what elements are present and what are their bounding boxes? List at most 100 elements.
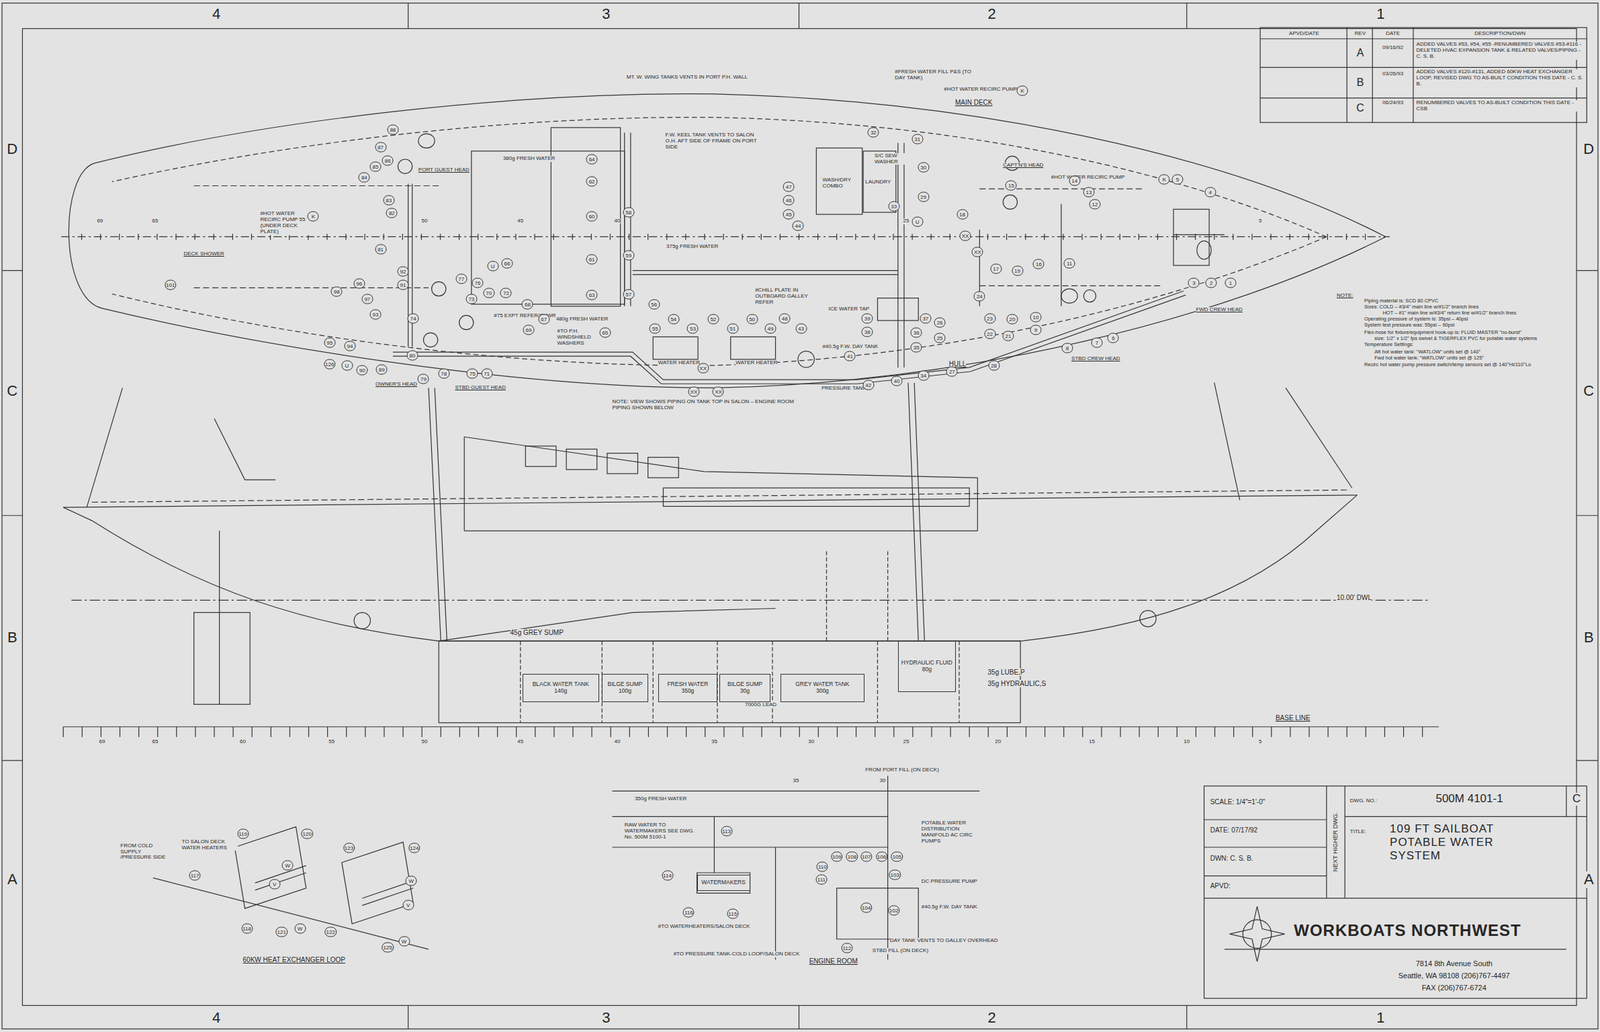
callout-number: XX — [971, 247, 984, 258]
tank-name: GREY WATER TANK — [795, 681, 850, 688]
callout-number: 85 — [370, 161, 382, 172]
callout-number: 5 — [1172, 174, 1184, 185]
note-line: HOT – #1" main line w/#3/4" return line … — [1382, 310, 1517, 316]
frame-tick — [81, 233, 82, 240]
heading-text: 35g HYDRAULIC,S — [988, 679, 1047, 688]
frame-tick — [704, 726, 706, 737]
note-text: 25 — [903, 738, 910, 745]
note-text: 50 — [421, 218, 428, 225]
frame-tick — [742, 233, 743, 240]
zone-marker: 3 — [600, 1008, 612, 1026]
note-text: STBD CREW HEAD — [1071, 356, 1120, 363]
callout-number: 95 — [323, 337, 336, 348]
note-text: 50 — [421, 738, 428, 745]
callout-number: 89 — [376, 364, 388, 375]
frame-tick — [667, 726, 668, 737]
tank-capacity: 80g — [922, 666, 932, 674]
base-line — [63, 726, 1439, 727]
frame-tick — [761, 233, 762, 240]
window — [566, 448, 598, 469]
frame-tick — [308, 726, 309, 737]
callout-number: V — [268, 878, 281, 889]
callout-number: 91 — [397, 279, 410, 290]
frame-tick — [1006, 233, 1007, 240]
vertical-text: NEXT HIGHER DWG. — [1332, 812, 1340, 872]
callout-number: 58 — [622, 206, 635, 217]
note-text: #TO WATERHEATERS/SALON DECK — [658, 923, 751, 930]
zone-marker: 1 — [1374, 1008, 1386, 1026]
callout-number: 34 — [917, 370, 929, 381]
tank-name: WATERMAKERS — [701, 879, 746, 886]
callout-number: W — [405, 875, 418, 886]
callout-number: 57 — [622, 288, 635, 299]
frame-tick — [1289, 726, 1291, 737]
note-text: PORT GUEST HEAD — [418, 167, 470, 174]
sheer-line — [63, 495, 1357, 508]
callout-number: 67 — [538, 314, 550, 325]
tank-outline — [471, 151, 625, 305]
sink — [1083, 289, 1096, 302]
callout-number: 101 — [164, 279, 176, 290]
callout-number: 38 — [861, 326, 874, 337]
callout-number: 25 — [934, 332, 946, 343]
note-text: 15 — [1088, 738, 1095, 745]
frame-tick — [138, 726, 140, 737]
callout-number: 3 — [1188, 277, 1200, 288]
frame-tick — [666, 233, 668, 240]
frame-tick — [1233, 726, 1234, 737]
callout-number: 28 — [988, 360, 1000, 371]
callout-number: 88 — [386, 124, 399, 135]
frame-tick — [628, 233, 630, 240]
note-text: 40 — [614, 738, 621, 745]
tank-compartment: BLACK WATER TANK140g — [522, 673, 600, 703]
waterline — [71, 599, 1429, 601]
note-text: WASH/DRY COMBO — [822, 177, 858, 190]
callout-number: 12 — [1089, 198, 1101, 209]
heater-outline — [652, 336, 698, 359]
zone-marker: 2 — [986, 1008, 997, 1026]
callout-number: 21 — [1002, 330, 1014, 341]
callout-number: 65 — [599, 327, 611, 338]
frame-tick — [1214, 726, 1216, 737]
zone-ticks — [2, 3, 1598, 1030]
callout-number: 29 — [917, 192, 929, 203]
callout-number: 76 — [471, 277, 483, 288]
callout-number: XX — [697, 363, 709, 374]
callout-number: XX — [959, 230, 972, 241]
callout-number: 61 — [586, 253, 598, 264]
frame-tick — [175, 726, 177, 737]
heat-exchanger — [153, 826, 429, 950]
callout-number: 75 — [466, 368, 479, 379]
frame-tick — [478, 726, 479, 737]
note-text: 55 — [328, 738, 335, 745]
frame-tick — [534, 233, 535, 240]
callout-number: 24 — [973, 290, 986, 301]
frame-tick — [1403, 726, 1404, 737]
frame-tick — [1252, 726, 1253, 737]
callout-number: 14 — [1068, 175, 1081, 186]
note-text: ADDED VALVES #53, #54, #55 -RENUMBERED V… — [1416, 41, 1584, 60]
heading-text: DATE: 07/17/92 — [1210, 826, 1258, 834]
callout-number: 118 — [241, 923, 253, 934]
callout-number: 35 — [910, 341, 923, 352]
frame-tick — [194, 233, 196, 240]
frame-tick — [175, 233, 176, 240]
toilet — [1196, 241, 1212, 260]
frame-tick — [1100, 726, 1102, 737]
callout-number: 53 — [687, 323, 699, 334]
callout-number: W — [294, 923, 306, 934]
toilet — [418, 133, 435, 148]
callout-number: 64 — [586, 153, 598, 164]
frame-tick — [364, 726, 366, 737]
note-text: 380g FRESH WATER — [503, 155, 555, 162]
callout-number: 49 — [764, 323, 776, 334]
tank-compartment: FRESH WATER350g — [658, 673, 718, 703]
note-text: DAY TANK VENTS TO GALLEY OVERHEAD — [890, 937, 999, 944]
frame-tick — [987, 233, 989, 240]
heading-text: 10.00' DWL — [1336, 593, 1372, 602]
frame-tick — [855, 233, 856, 240]
callout-number: 124 — [408, 842, 420, 854]
drawing-title: 109 FT SAILBOAT POTABLE WATER SYSTEM — [1389, 822, 1515, 862]
frame-tick — [553, 233, 555, 240]
